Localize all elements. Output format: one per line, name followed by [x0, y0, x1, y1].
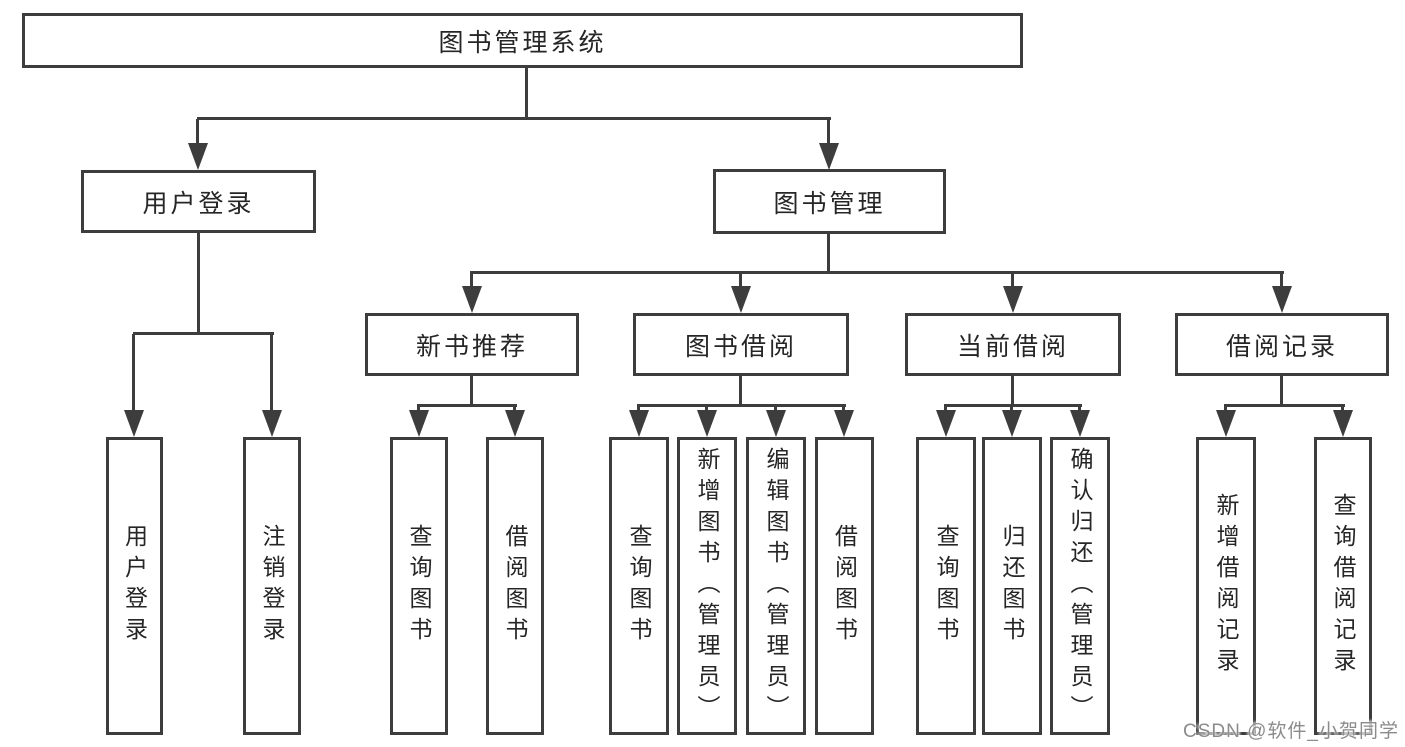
- arrow-shaft: [417, 405, 420, 413]
- leaf-query-books-current-label: 查询图书: [933, 524, 959, 648]
- connector-book-management-stem: [827, 234, 830, 272]
- arrow-shaft: [739, 273, 742, 288]
- leaf-add-book-admin: 新增图书（管理员）: [677, 437, 737, 735]
- node-user-login: 用户登录: [81, 170, 316, 233]
- node-root-label: 图书管理系统: [438, 28, 607, 57]
- arrow-shaft: [774, 405, 777, 413]
- node-book-borrowing: 图书借阅: [633, 313, 849, 376]
- arrow-down-icon: [819, 143, 839, 170]
- node-new-book-recommendation: 新书推荐: [365, 313, 579, 376]
- leaf-add-borrow-record: 新增借阅记录: [1196, 437, 1256, 735]
- node-new-book-recommendation-label: 新书推荐: [415, 332, 528, 361]
- arrow-shaft: [1078, 405, 1081, 413]
- arrow-shaft: [842, 405, 845, 413]
- arrow-down-icon: [124, 410, 144, 437]
- leaf-query-books-current: 查询图书: [916, 437, 976, 735]
- leaf-add-borrow-record-label: 新增借阅记录: [1213, 493, 1239, 679]
- leaf-add-book-admin-label: 新增图书（管理员）: [694, 446, 720, 726]
- node-borrowing-records-label: 借阅记录: [1225, 332, 1338, 361]
- connector-root-crossbar: [197, 117, 831, 120]
- leaf-user-login-label: 用户登录: [121, 524, 148, 648]
- arrow-down-icon: [697, 410, 717, 437]
- arrow-shaft: [132, 334, 135, 412]
- node-book-management: 图书管理: [713, 169, 946, 234]
- arrow-down-icon: [1002, 410, 1022, 437]
- arrow-down-icon: [936, 410, 956, 437]
- leaf-query-books-recommend: 查询图书: [390, 437, 448, 735]
- arrow-shaft: [827, 119, 830, 144]
- arrow-shaft: [944, 405, 947, 413]
- leaf-confirm-return-admin: 确认归还（管理员）: [1050, 437, 1110, 735]
- node-current-borrowing: 当前借阅: [905, 313, 1121, 376]
- connector-recommendation-crossbar: [417, 404, 517, 407]
- leaf-return-books: 归还图书: [982, 437, 1042, 735]
- connector-user-login-crossbar: [133, 332, 274, 335]
- arrow-down-icon: [1216, 410, 1236, 437]
- watermark: CSDN @软件_小贺同学: [1183, 721, 1399, 742]
- arrow-down-icon: [629, 410, 649, 437]
- connector-current-crossbar: [944, 404, 1082, 407]
- arrow-shaft: [270, 334, 273, 412]
- leaf-logout: 注销登录: [243, 437, 301, 735]
- arrow-shaft: [1224, 405, 1227, 413]
- arrow-shaft: [1010, 405, 1013, 413]
- arrow-down-icon: [1003, 286, 1023, 313]
- arrow-down-icon: [462, 286, 482, 313]
- leaf-query-books-recommend-label: 查询图书: [406, 524, 432, 648]
- connector-root-stem: [525, 68, 528, 120]
- leaf-borrow-books-borrowing: 借阅图书: [815, 437, 874, 735]
- node-current-borrowing-label: 当前借阅: [956, 332, 1069, 361]
- arrow-shaft: [705, 405, 708, 413]
- arrow-down-icon: [188, 143, 208, 170]
- connector-current-stem: [1011, 376, 1014, 406]
- leaf-return-books-label: 归还图书: [999, 524, 1025, 648]
- arrow-down-icon: [409, 410, 429, 437]
- arrow-down-icon: [834, 410, 854, 437]
- arrow-shaft: [1280, 273, 1283, 288]
- leaf-logout-label: 注销登录: [259, 524, 285, 648]
- leaf-query-books-borrowing-label: 查询图书: [626, 524, 652, 648]
- leaf-edit-book-admin: 编辑图书（管理员）: [746, 437, 806, 735]
- arrow-shaft: [470, 273, 473, 288]
- connector-borrowing-stem: [739, 376, 742, 406]
- arrow-down-icon: [766, 410, 786, 437]
- leaf-query-books-borrowing: 查询图书: [609, 437, 669, 735]
- connector-records-stem: [1280, 376, 1283, 406]
- connector-recommendation-stem: [470, 376, 473, 406]
- arrow-shaft: [1341, 405, 1344, 413]
- node-book-borrowing-label: 图书借阅: [684, 332, 797, 361]
- arrow-shaft: [196, 119, 199, 144]
- arrow-down-icon: [1070, 410, 1090, 437]
- leaf-query-borrow-record: 查询借阅记录: [1314, 437, 1372, 735]
- leaf-edit-book-admin-label: 编辑图书（管理员）: [763, 446, 789, 726]
- arrow-down-icon: [1333, 410, 1353, 437]
- connector-borrowing-crossbar: [637, 404, 846, 407]
- leaf-borrow-books-recommend: 借阅图书: [486, 437, 544, 735]
- arrow-shaft: [1011, 273, 1014, 288]
- leaf-borrow-books-borrowing-label: 借阅图书: [831, 524, 858, 648]
- leaf-user-login: 用户登录: [106, 437, 163, 735]
- node-user-login-label: 用户登录: [142, 189, 255, 218]
- connector-book-management-crossbar: [470, 271, 1284, 274]
- arrow-shaft: [637, 405, 640, 413]
- arrow-down-icon: [731, 286, 751, 313]
- arrow-down-icon: [505, 410, 525, 437]
- connector-records-crossbar: [1224, 404, 1345, 407]
- arrow-shaft: [513, 405, 516, 413]
- arrow-down-icon: [1272, 286, 1292, 313]
- leaf-borrow-books-recommend-label: 借阅图书: [502, 524, 528, 648]
- arrow-down-icon: [262, 410, 282, 437]
- node-book-management-label: 图书管理: [773, 189, 886, 218]
- leaf-query-borrow-record-label: 查询借阅记录: [1330, 493, 1356, 679]
- node-borrowing-records: 借阅记录: [1175, 313, 1389, 376]
- connector-user-login-stem: [197, 233, 200, 334]
- leaf-confirm-return-admin-label: 确认归还（管理员）: [1067, 446, 1093, 726]
- node-root: 图书管理系统: [22, 13, 1023, 68]
